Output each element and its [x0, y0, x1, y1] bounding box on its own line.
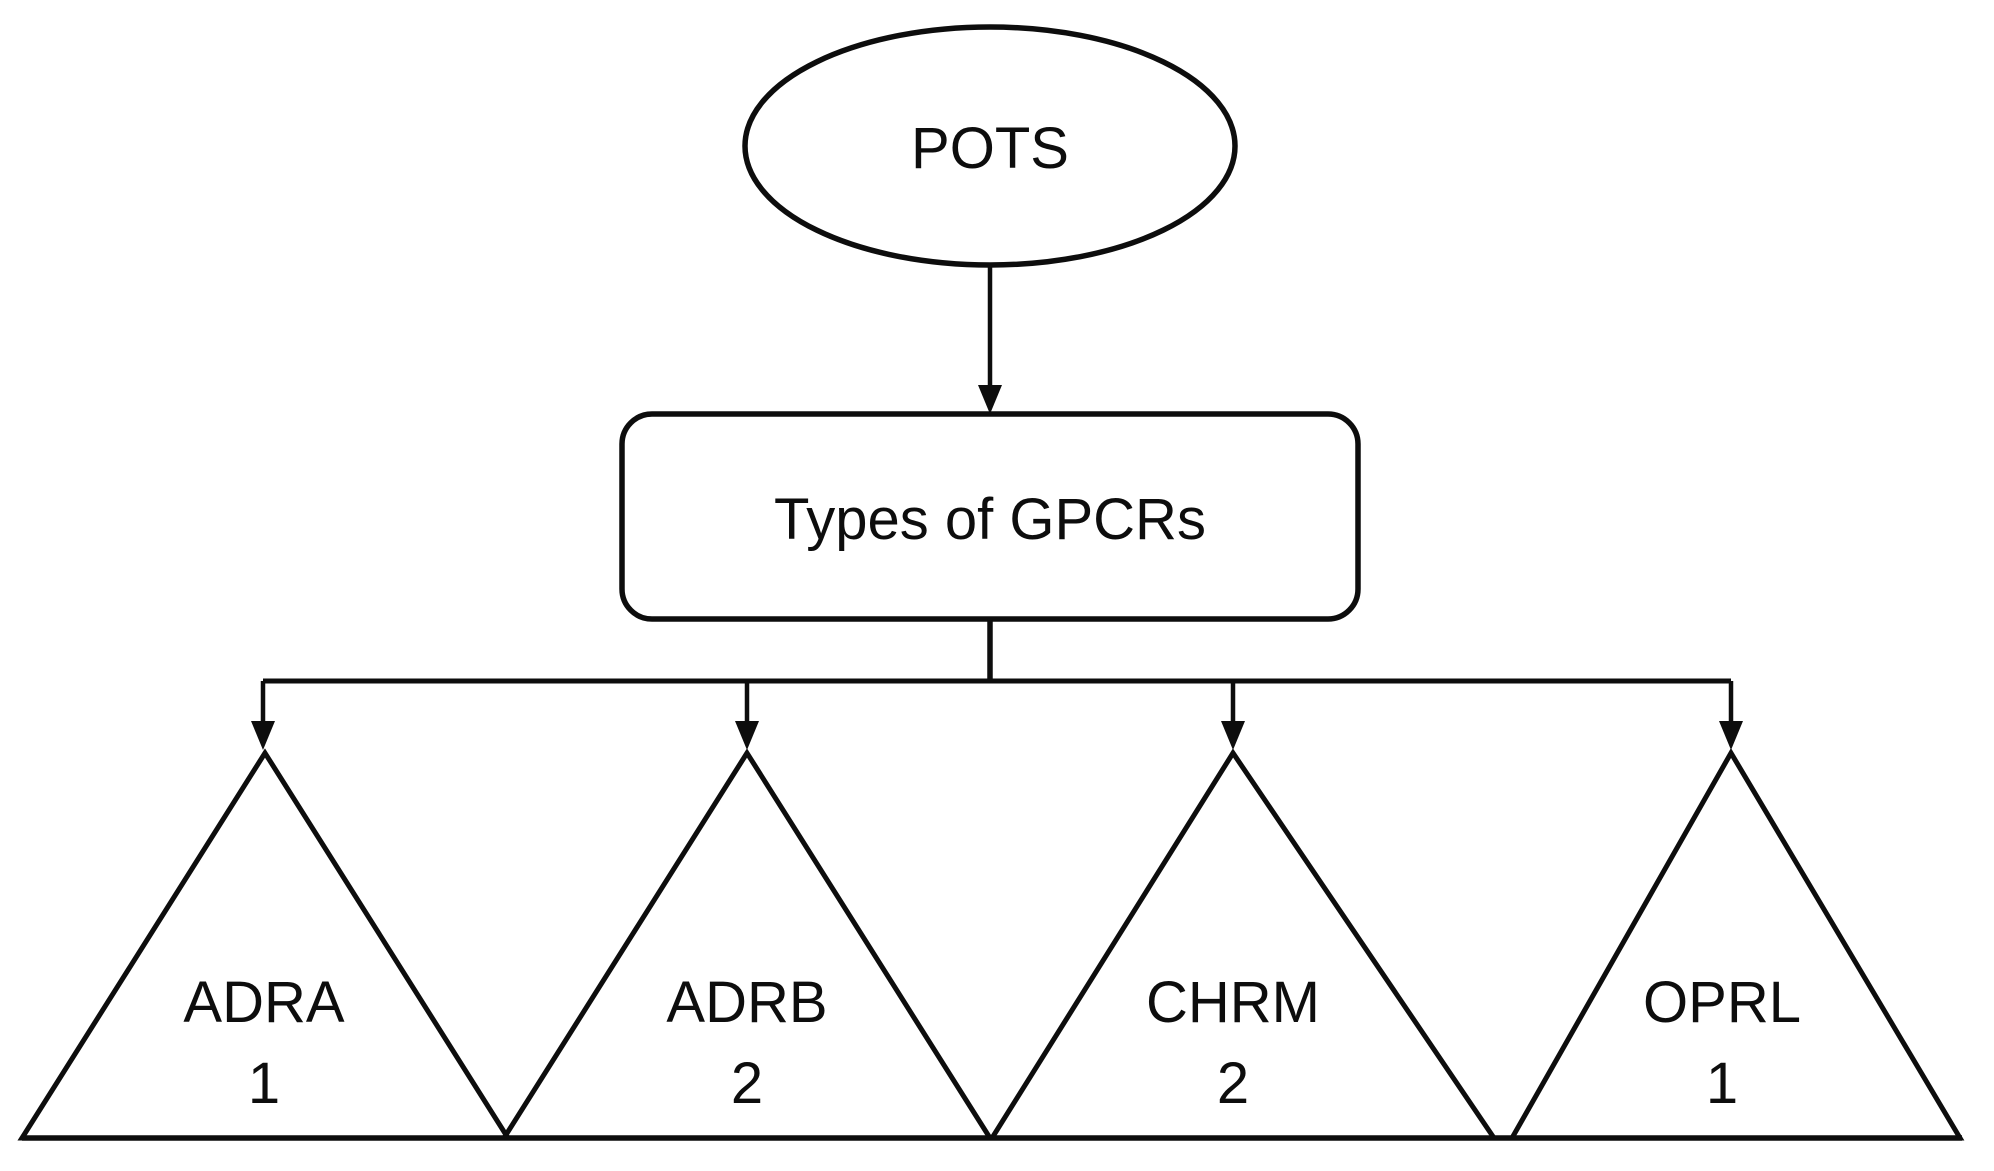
arrowhead-leaf-4: [1719, 721, 1743, 750]
leaf-2-label-line2: 2: [731, 1051, 763, 1116]
leaf-1-label-line1: ADRA: [183, 970, 344, 1035]
leaf-2-label-line1: ADRB: [666, 970, 827, 1035]
hub-label: Types of GPCRs: [774, 487, 1206, 552]
arrowhead-leaf-1: [251, 721, 275, 750]
root-label: POTS: [911, 116, 1069, 181]
leaf-3-label-line1: CHRM: [1146, 970, 1320, 1035]
diagram-labels: POTS Types of GPCRs ADRA 1 ADRB 2 CHRM 2…: [183, 116, 1801, 1116]
leaf-4-label-line2: 1: [1706, 1051, 1738, 1116]
leaf-4-label-line1: OPRL: [1643, 970, 1801, 1035]
leaf-3-label-line2: 2: [1217, 1051, 1249, 1116]
arrowhead-leaf-3: [1221, 721, 1245, 750]
arrowhead-hub: [978, 385, 1002, 414]
leaf-1-label-line2: 1: [248, 1051, 280, 1116]
arrowhead-leaf-2: [735, 721, 759, 750]
arrowheads: [251, 385, 1743, 750]
diagram-shapes: [17, 24, 1965, 1141]
